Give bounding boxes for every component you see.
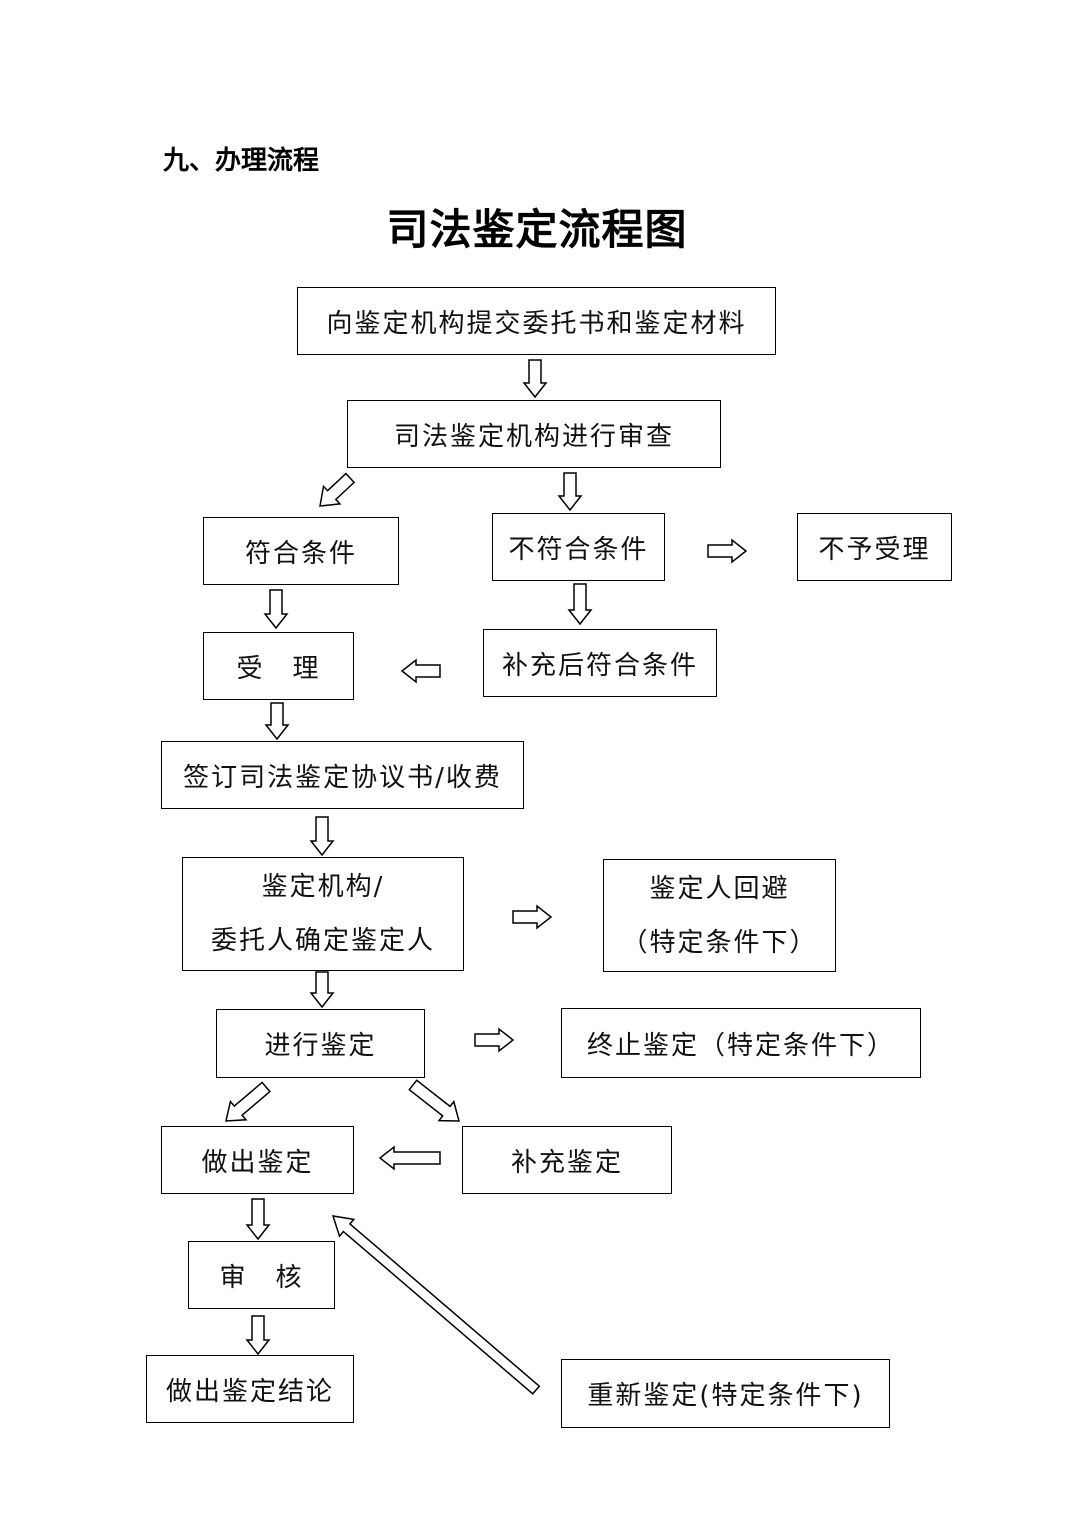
node-reappraisal-label: 重新鉴定(特定条件下) [587,1381,864,1411]
arrow-reappraisal-to-make-appraisal [331,1215,541,1395]
node-audit-label: 审 核 [219,1262,304,1293]
node-terminate-label: 终止鉴定（特定条件下） [586,1030,895,1061]
arrow-review-to-not-qualified [557,472,583,512]
node-determine-appraiser: 鉴定机构/ 委托人确定鉴定人 [182,857,464,971]
arrow-not-qualified-to-supplemented [567,583,593,626]
arrow-determine-to-recusal [512,904,553,930]
node-qualified-label: 符合条件 [244,538,357,569]
node-make-appraisal: 做出鉴定 [161,1126,354,1194]
node-terminate: 终止鉴定（特定条件下） [561,1008,921,1078]
node-submit: 向鉴定机构提交委托书和鉴定材料 [297,287,776,355]
arrow-accept-to-agreement [264,702,290,741]
node-supplemented: 补充后符合条件 [483,629,717,697]
node-not-qualified: 不符合条件 [492,513,665,581]
arrow-qualified-to-accept [263,589,289,630]
section-heading: 九、办理流程 [163,146,320,176]
node-supplemented-label: 补充后符合条件 [501,650,698,681]
node-conclusion-label: 做出鉴定结论 [165,1376,334,1407]
node-accept: 受 理 [203,632,354,700]
node-submit-label: 向鉴定机构提交委托书和鉴定材料 [326,308,747,339]
node-not-qualified-label: 不符合条件 [508,534,649,565]
node-conduct-label: 进行鉴定 [264,1031,377,1061]
arrow-supplementary-to-make-appraisal [378,1145,441,1171]
arrow-supplemented-to-accept [400,658,441,684]
node-review-label: 司法鉴定机构进行审查 [393,421,674,452]
node-qualified: 符合条件 [203,517,399,585]
node-conclusion: 做出鉴定结论 [146,1355,354,1423]
node-agreement: 签订司法鉴定协议书/收费 [161,741,524,809]
node-conduct: 进行鉴定 [216,1009,425,1078]
node-reappraisal: 重新鉴定(特定条件下) [561,1359,890,1428]
node-determine-line1: 鉴定机构/ [261,872,385,902]
arrow-audit-to-conclusion [245,1315,271,1356]
node-determine-line2: 委托人确定鉴定人 [210,926,435,956]
node-audit: 审 核 [188,1241,335,1309]
arrow-make-appraisal-to-audit [245,1198,271,1241]
node-supplementary: 补充鉴定 [462,1126,672,1194]
arrow-agreement-to-determine [309,816,335,857]
node-rejected-label: 不予受理 [818,534,931,565]
arrow-conduct-to-make-appraisal [225,1081,271,1122]
node-accept-label: 受 理 [236,653,321,684]
node-agreement-label: 签订司法鉴定协议书/收费 [183,762,502,793]
node-review: 司法鉴定机构进行审查 [347,400,721,468]
arrow-submit-to-review [522,359,548,399]
arrow-conduct-to-terminate [474,1027,515,1053]
arrow-not-qualified-to-rejected [707,538,748,564]
arrow-determine-to-conduct [309,971,335,1009]
node-supplementary-label: 补充鉴定 [510,1147,623,1178]
node-make-appraisal-label: 做出鉴定 [201,1147,314,1178]
arrow-conduct-to-supplementary [408,1079,460,1122]
arrow-review-to-qualified [319,472,356,507]
node-rejected: 不予受理 [797,513,952,581]
node-recusal: 鉴定人回避 （特定条件下） [603,859,836,972]
node-recusal-line1: 鉴定人回避 [649,873,790,904]
diagram-title: 司法鉴定流程图 [386,205,688,254]
node-recusal-line2: （特定条件下） [621,927,818,958]
